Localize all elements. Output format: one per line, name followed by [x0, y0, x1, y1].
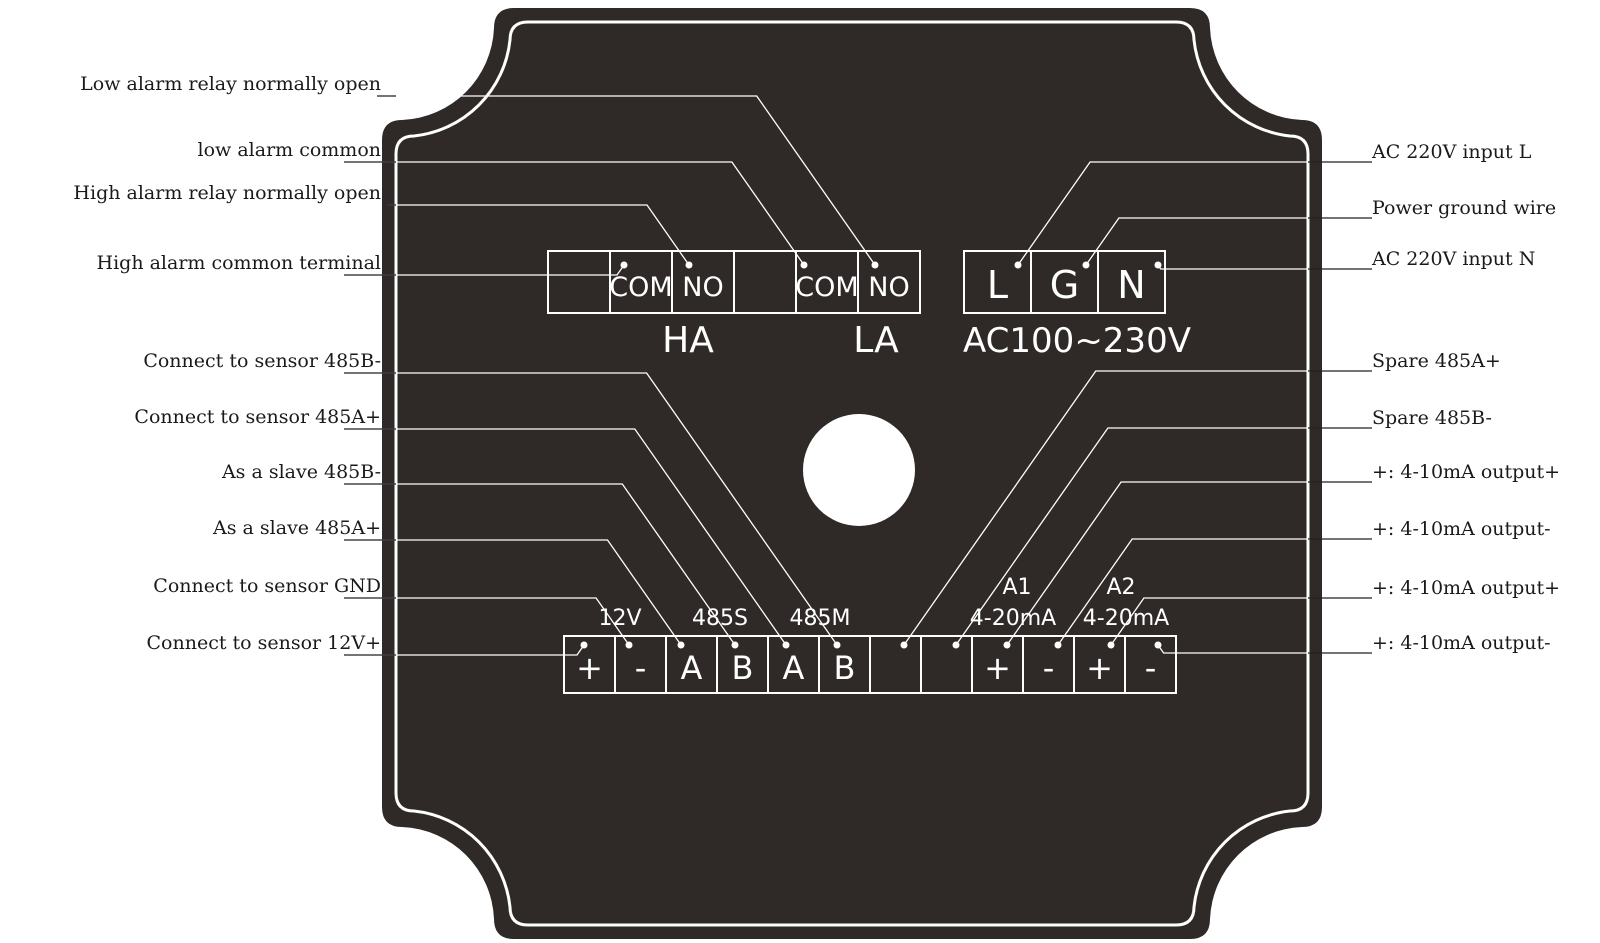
right-callout-label: +: 4-10mA output- — [1372, 518, 1551, 540]
terminal-dot — [900, 641, 908, 649]
leader-line — [1017, 161, 1308, 266]
signal-group-label: 4-20mA — [970, 606, 1056, 631]
leader-line — [344, 597, 630, 646]
terminal-dot — [1003, 641, 1011, 649]
left-callout-label: High alarm relay normally open — [73, 182, 381, 204]
panel-inner-outline — [394, 20, 1310, 927]
terminal-dot — [1154, 641, 1162, 649]
power-terminal-label: N — [1117, 263, 1145, 307]
leader-line — [955, 427, 1308, 646]
terminal-dot — [1154, 261, 1162, 269]
left-callout-label: As a slave 485A+ — [212, 517, 381, 539]
signal-terminal-label: B — [732, 649, 754, 687]
channel-label: A2 — [1106, 575, 1135, 600]
terminal-dot — [833, 641, 841, 649]
relay-group-label: LA — [853, 320, 899, 361]
leader-line — [377, 95, 876, 266]
left-callout-label: Connect to sensor 485B- — [143, 350, 381, 372]
signal-group-label: 485S — [692, 606, 748, 631]
channel-label: A1 — [1002, 575, 1031, 600]
terminal-dot — [1054, 641, 1062, 649]
right-callout-label: +: 4-10mA output- — [1372, 632, 1551, 654]
signal-terminal-12 — [1124, 635, 1177, 694]
relay-terminal-block: COM NO COM NO HA LA — [547, 250, 921, 361]
terminal-dot — [685, 261, 693, 269]
terminal-dot — [871, 261, 879, 269]
power-terminal-label: G — [1050, 263, 1079, 307]
callout-labels: Low alarm relay normally open low alarm c… — [73, 73, 1560, 654]
terminal-dot — [782, 641, 790, 649]
terminal-dot — [625, 641, 633, 649]
relay-terminal-6 — [857, 250, 921, 314]
terminal-dot — [677, 641, 685, 649]
terminal-dot — [1107, 641, 1115, 649]
leader-line — [1057, 538, 1308, 646]
relay-terminal-label: NO — [682, 272, 723, 303]
leader-line — [344, 264, 625, 276]
signal-group-label: 485M — [790, 606, 851, 631]
signal-group-label: 12V — [598, 606, 641, 631]
leader-line — [344, 644, 585, 656]
left-callout-label: Connect to sensor GND — [153, 575, 381, 597]
terminal-dot — [580, 641, 588, 649]
power-terminal-label: L — [987, 263, 1008, 307]
leader-line — [903, 370, 1308, 646]
right-callout-label: +: 4-10mA output+ — [1372, 461, 1560, 483]
relay-group-label: HA — [662, 320, 714, 361]
signal-terminal-label: A — [783, 649, 805, 687]
signal-terminal-label: B — [834, 649, 856, 687]
leader-lines — [344, 95, 1372, 656]
left-callout-label: Low alarm relay normally open — [80, 73, 381, 95]
signal-group-label: 4-20mA — [1083, 606, 1169, 631]
left-callout-label: low alarm common — [198, 139, 381, 161]
terminal-dot — [1014, 261, 1022, 269]
right-callout-label: Spare 485A+ — [1372, 350, 1501, 372]
signal-terminal-label: + — [576, 649, 603, 687]
terminal-dot — [1082, 261, 1090, 269]
relay-terminal-label: COM — [609, 272, 672, 303]
leader-line — [1085, 217, 1308, 266]
terminal-dot — [800, 261, 808, 269]
right-callout-label: AC 220V input L — [1371, 141, 1532, 163]
left-callout-label: High alarm common terminal — [97, 252, 381, 274]
leader-line — [387, 204, 690, 266]
signal-terminal-label: - — [635, 649, 647, 687]
mounting-hole — [803, 414, 915, 526]
right-callout-label: AC 220V input N — [1371, 248, 1535, 270]
left-callout-label: Connect to sensor 485A+ — [134, 406, 381, 428]
leader-line — [344, 372, 838, 646]
leader-line — [1110, 597, 1308, 646]
power-terminal-3 — [1097, 250, 1166, 314]
leader-line — [344, 483, 736, 646]
signal-terminal-label: A — [681, 649, 703, 687]
terminal-dot — [952, 641, 960, 649]
right-callout-label: +: 4-10mA output+ — [1372, 577, 1560, 599]
signal-terminal-label: + — [1086, 649, 1113, 687]
leader-line — [344, 161, 805, 266]
relay-terminal-label: COM — [795, 272, 858, 303]
power-group-label: AC100~230V — [963, 321, 1191, 361]
left-callout-label: As a slave 485B- — [221, 461, 381, 483]
right-callout-label: Spare 485B- — [1372, 407, 1492, 429]
terminal-dot — [731, 641, 739, 649]
signal-terminal-label: - — [1145, 649, 1157, 687]
leader-line — [344, 428, 787, 646]
leader-line — [1006, 481, 1308, 646]
signal-terminal-label: + — [984, 649, 1011, 687]
leader-line — [344, 539, 682, 646]
terminal-dot — [620, 261, 628, 269]
relay-terminal-label: NO — [868, 272, 909, 303]
signal-terminal-label: - — [1043, 649, 1055, 687]
right-callout-label: Power ground wire — [1372, 197, 1556, 219]
left-callout-label: Connect to sensor 12V+ — [147, 632, 382, 654]
